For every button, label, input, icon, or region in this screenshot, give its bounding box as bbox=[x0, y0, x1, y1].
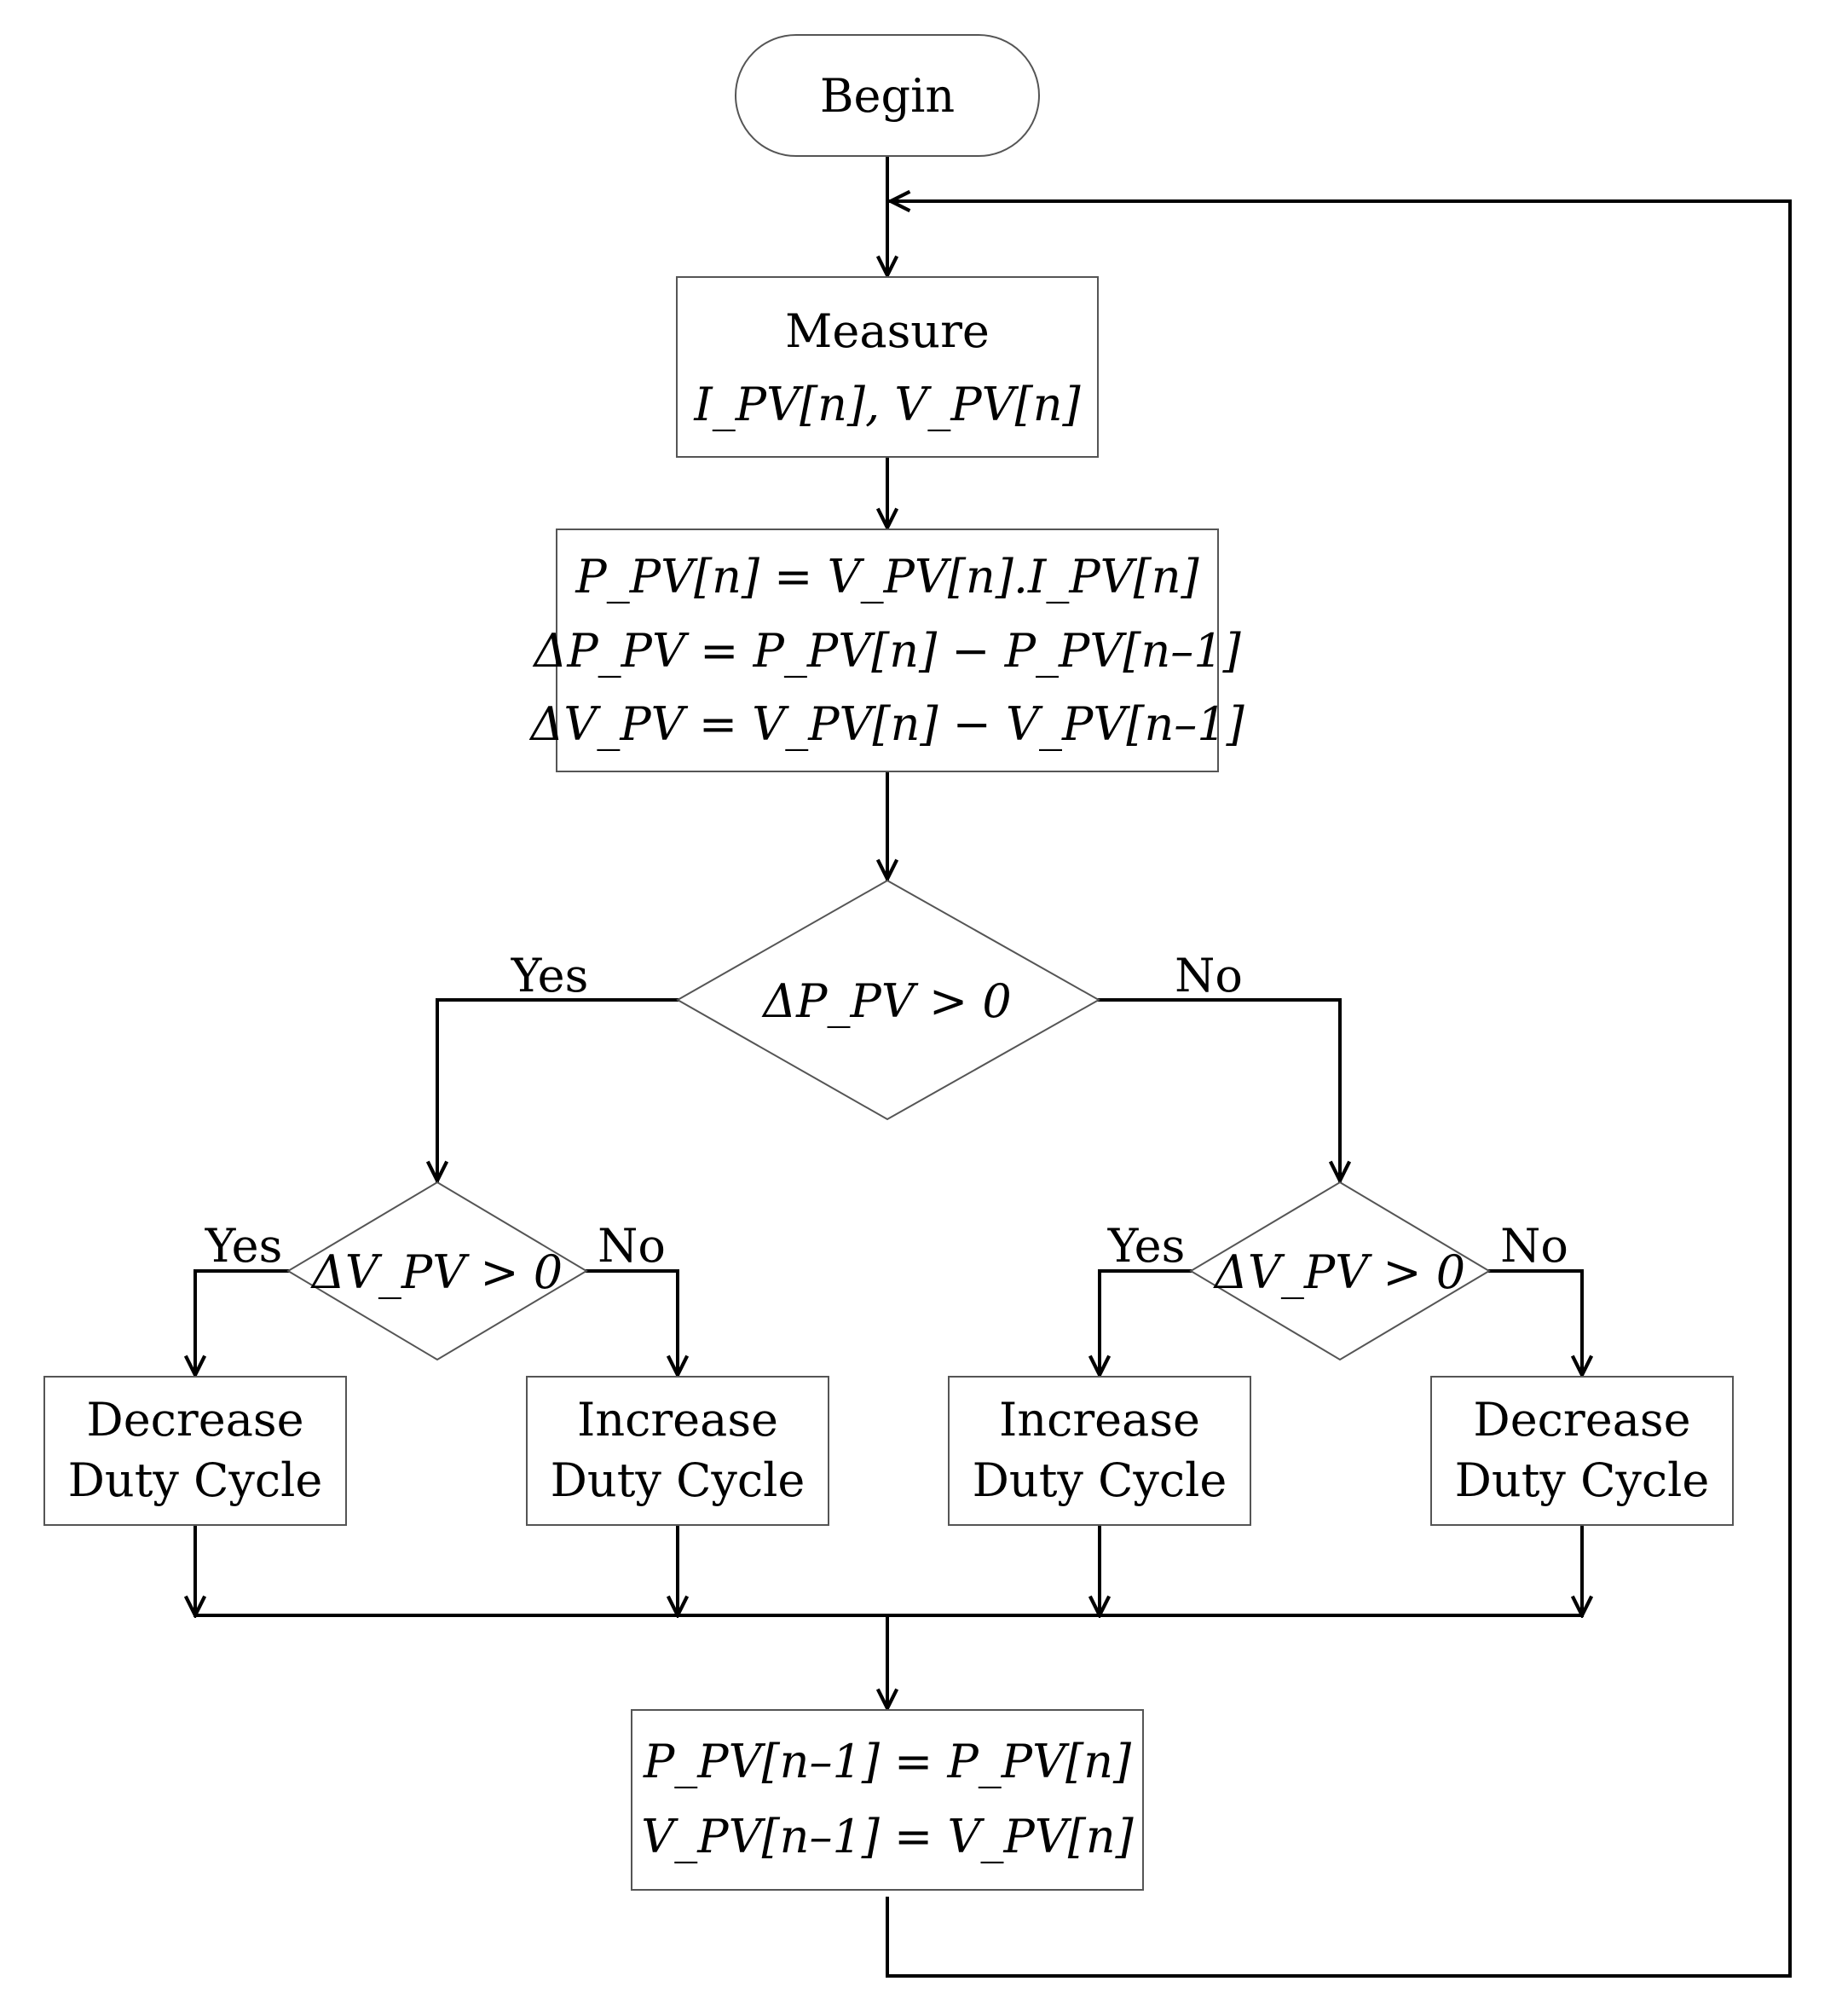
arrow-yes-branch-main bbox=[437, 998, 679, 1181]
action-2-line1: Increase bbox=[577, 1393, 778, 1447]
action-4-line1: Decrease bbox=[1473, 1393, 1690, 1447]
action-1-line1: Decrease bbox=[86, 1393, 303, 1447]
decision-delta-v-left: ΔV_PV > 0 bbox=[286, 1181, 588, 1361]
measure-vars: I_PV[n], V_PV[n] bbox=[693, 378, 1081, 431]
begin-terminal: Begin bbox=[735, 34, 1040, 157]
compute-delta-power: ΔP_PV = P_PV[n] − P_PV[n–1] bbox=[532, 624, 1241, 678]
arrow-left-yes bbox=[195, 1269, 290, 1375]
yes-label-left: Yes bbox=[205, 1219, 283, 1273]
measure-box: Measure I_PV[n], V_PV[n] bbox=[676, 276, 1099, 458]
compute-delta-voltage: ΔV_PV = V_PV[n] − V_PV[n–1] bbox=[528, 697, 1244, 751]
compute-box: P_PV[n] = V_PV[n].I_PV[n] ΔP_PV = P_PV[n… bbox=[528, 529, 1245, 772]
update-voltage: V_PV[n–1] = V_PV[n] bbox=[641, 1810, 1134, 1863]
decision-delta-p-label: ΔP_PV > 0 bbox=[761, 974, 1012, 1028]
begin-label: Begin bbox=[820, 69, 955, 123]
action-box-decrease-left: Decrease Duty Cycle bbox=[43, 1376, 347, 1526]
action-2-line2: Duty Cycle bbox=[551, 1453, 806, 1507]
update-power: P_PV[n–1] = P_PV[n] bbox=[643, 1735, 1132, 1788]
action-box-increase-left: Increase Duty Cycle bbox=[526, 1376, 829, 1526]
arrow-left-no bbox=[585, 1269, 678, 1375]
action-3-line2: Duty Cycle bbox=[973, 1453, 1227, 1507]
action-3-line1: Increase bbox=[999, 1393, 1200, 1447]
no-label-main: No bbox=[1175, 949, 1243, 1002]
loop-back-line bbox=[886, 201, 1792, 1978]
yes-label-main: Yes bbox=[511, 949, 589, 1002]
decision-delta-v-left-label: ΔV_PV > 0 bbox=[310, 1245, 563, 1299]
decision-delta-p: ΔP_PV > 0 bbox=[675, 879, 1101, 1121]
no-label-left: No bbox=[598, 1219, 666, 1273]
arrow-right-no bbox=[1487, 1269, 1582, 1375]
action-4-line2: Duty Cycle bbox=[1455, 1453, 1710, 1507]
connectors bbox=[195, 154, 1792, 1978]
decision-delta-v-right: ΔV_PV > 0 bbox=[1189, 1181, 1491, 1361]
compute-power: P_PV[n] = V_PV[n].I_PV[n] bbox=[575, 550, 1199, 604]
action-box-decrease-right: Decrease Duty Cycle bbox=[1430, 1376, 1734, 1526]
decision-delta-v-right-label: ΔV_PV > 0 bbox=[1213, 1245, 1465, 1299]
measure-title: Measure bbox=[785, 304, 990, 358]
no-label-right: No bbox=[1500, 1219, 1568, 1273]
action-1-line2: Duty Cycle bbox=[68, 1453, 323, 1507]
action-box-increase-right: Increase Duty Cycle bbox=[948, 1376, 1251, 1526]
arrow-right-yes bbox=[1100, 1269, 1192, 1375]
arrow-no-branch-main bbox=[1097, 998, 1340, 1181]
yes-label-right: Yes bbox=[1107, 1219, 1186, 1273]
update-box: P_PV[n–1] = P_PV[n] V_PV[n–1] = V_PV[n] bbox=[631, 1709, 1144, 1891]
